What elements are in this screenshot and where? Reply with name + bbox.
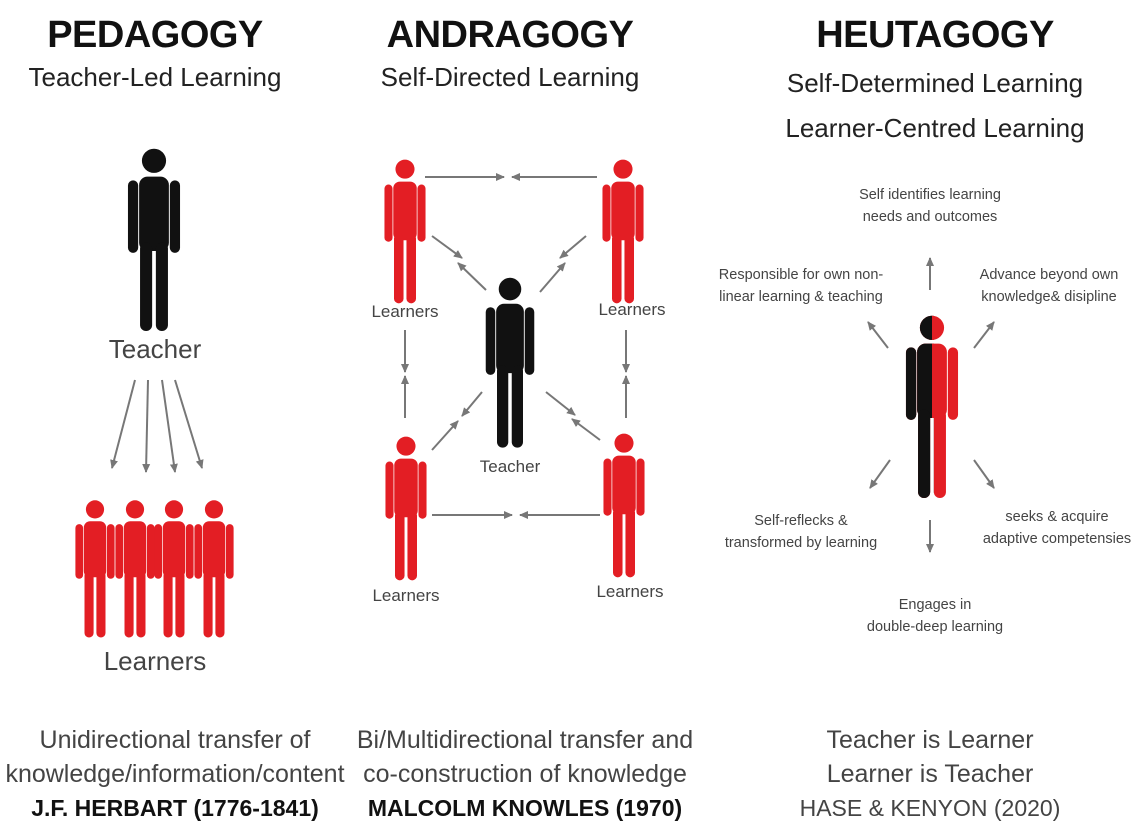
heutagogy-lower-right-line2: adaptive competensies bbox=[982, 531, 1132, 548]
heutagogy-upper-left-line1: Responsible for own non- bbox=[718, 267, 884, 283]
andragogy-arrows bbox=[401, 173, 630, 519]
teacher-label: Teacher bbox=[108, 334, 202, 364]
heutagogy-bottom-note-line2: double-deep learning bbox=[866, 619, 1004, 636]
andragogy-title: ANDRAGOGY bbox=[386, 14, 634, 56]
heutagogy-subtitle-2: Learner-Centred Learning bbox=[785, 113, 1085, 143]
heutagogy-arrows bbox=[867, 257, 995, 553]
andragogy-description-line1: Bi/Multidirectional transfer and bbox=[356, 726, 694, 754]
pedagogy-subtitle: Teacher-Led Learning bbox=[28, 62, 282, 92]
heutagogy-lower-left-note: Self-reflecks & transformed by learning bbox=[708, 510, 894, 555]
heutagogy-top-note-line1: Self identifies learning bbox=[859, 187, 1001, 203]
heutagogy-bottom-note-line1: Engages in bbox=[898, 597, 972, 613]
learners-label-top-right: Learners bbox=[598, 300, 666, 319]
heutagogy-lower-left-line1: Self-reflecks & bbox=[754, 513, 848, 529]
heutagogy-author: HASE & KENYON (2020) bbox=[799, 795, 1061, 821]
learners-label-top-left: Learners bbox=[371, 302, 439, 321]
teacher-figure bbox=[127, 148, 181, 331]
heutagogy-upper-left-line2: linear learning & teaching bbox=[719, 289, 883, 306]
andragogy-author: MALCOLM KNOWLES (1970) bbox=[367, 795, 683, 821]
learners-label-bottom-right: Learners bbox=[596, 582, 664, 601]
pedagogy-learners-group bbox=[75, 500, 234, 638]
heutagogy-lower-left-line2: transformed by learning bbox=[724, 535, 878, 552]
pedagogy-description-line1: Unidirectional transfer of bbox=[39, 726, 311, 754]
andragogy-teacher-label: Teacher bbox=[479, 457, 541, 476]
pedagogy-arrows bbox=[110, 379, 204, 473]
heutagogy-subtitle-1: Self-Determined Learning bbox=[786, 68, 1084, 98]
andragogy-subtitle: Self-Directed Learning bbox=[380, 62, 640, 92]
heutagogy-upper-right-note: Advance beyond own knowledge& disipline bbox=[954, 264, 1144, 309]
heutagogy-description-line1: Teacher is Learner bbox=[826, 726, 1034, 754]
pedagogy-description-line2: knowledge/information/content bbox=[5, 760, 345, 788]
heutagogy-upper-left-note: Responsible for own non- linear learning… bbox=[698, 264, 904, 309]
heutagogy-top-note-line2: needs and outcomes bbox=[862, 209, 998, 226]
heutagogy-upper-right-line1: Advance beyond own bbox=[979, 267, 1119, 283]
heutagogy-lower-right-note: seeks & acquire adaptive competensies bbox=[970, 506, 1144, 551]
pedagogy-title: PEDAGOGY bbox=[47, 14, 263, 56]
andragogy-description-line2: co-construction of knowledge bbox=[363, 760, 687, 788]
andragogy-teacher-figure bbox=[485, 277, 535, 448]
learners-label: Learners bbox=[103, 646, 207, 676]
heutagogy-bottom-note: Engages in double-deep learning bbox=[840, 594, 1030, 639]
heutagogy-lower-right-line1: seeks & acquire bbox=[1005, 509, 1109, 525]
heutagogy-title: HEUTAGOGY bbox=[816, 14, 1054, 56]
heutagogy-description-line2: Learner is Teacher bbox=[826, 760, 1034, 788]
learners-label-bottom-left: Learners bbox=[372, 586, 440, 605]
pedagogy-author: J.F. HERBART (1776-1841) bbox=[31, 795, 319, 821]
heutagogy-top-note: Self identifies learning needs and outco… bbox=[830, 184, 1030, 229]
heutagogy-upper-right-line2: knowledge& disipline bbox=[981, 289, 1117, 306]
